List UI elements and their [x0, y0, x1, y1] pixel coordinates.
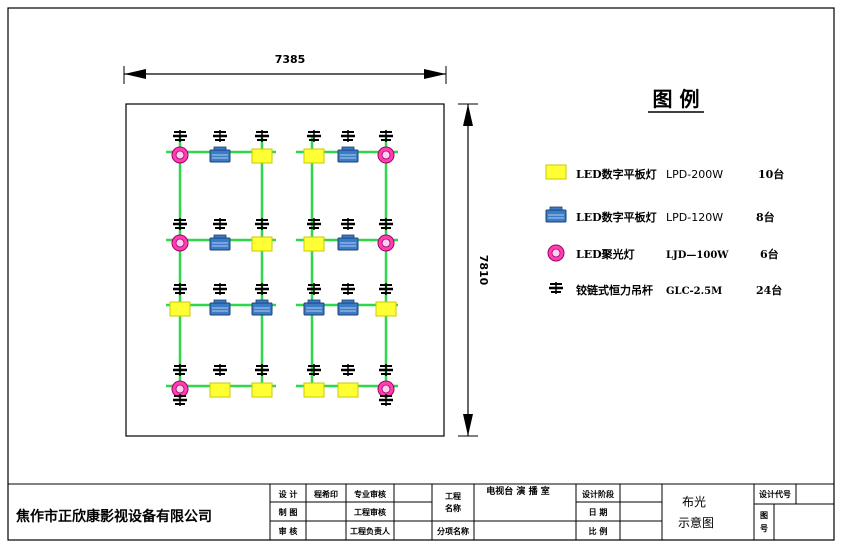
yellow-panel-light-icon [303, 236, 325, 252]
width-dimension-label: 7385 [275, 53, 306, 66]
pink-spotlight-icon [377, 234, 395, 252]
design-signature: 程希印 [314, 489, 338, 499]
hanger-icon [305, 216, 323, 232]
hanger-icon [253, 216, 271, 232]
blue-panel-light-icon [337, 299, 359, 316]
hanger-icon [377, 392, 395, 408]
hanger-icon [305, 362, 323, 378]
legend-item-120w-qty: 8台 [756, 210, 775, 224]
hanger-icon [211, 281, 229, 297]
blue-panel-light-icon [303, 299, 325, 316]
drawing-label: 制 图 [279, 507, 298, 517]
blue-panel-light-icon [209, 299, 231, 316]
blue-panel-light-icon [337, 146, 359, 163]
legend-item-120w-name: LED数字平板灯 [576, 210, 657, 224]
yellow-panel-light-icon [375, 301, 397, 317]
blue-panel-light-icon [337, 234, 359, 251]
legend-item-spotlight-name: LED聚光灯 [576, 247, 635, 261]
hanger-icon [377, 128, 395, 144]
hanger-icon [171, 362, 189, 378]
width-dimension [123, 66, 447, 84]
date-label: 日 期 [589, 507, 608, 517]
legend-title: 图 例 [653, 87, 700, 111]
hanger-icon [171, 281, 189, 297]
hanger-icon [377, 281, 395, 297]
yellow-panel-light-icon [337, 382, 359, 398]
hanger-icon [253, 128, 271, 144]
scale-label: 比 例 [589, 526, 608, 536]
hanger-icon [211, 362, 229, 378]
hanger-icon [253, 362, 271, 378]
yellow-panel-light-icon [251, 236, 273, 252]
pink-spotlight-icon [171, 234, 189, 252]
studio-outline [125, 103, 445, 437]
drawing-title-line2: 示意图 [678, 515, 714, 530]
hanger-icon [339, 281, 357, 297]
code-label: 设计代号 [759, 489, 791, 499]
company-name: 焦作市正欣康影视设备有限公司 [15, 508, 212, 525]
hanger-icon [339, 216, 357, 232]
hanger-icon [253, 281, 271, 297]
stage-label: 设计阶段 [582, 489, 614, 499]
hanger-icon [211, 128, 229, 144]
proj-name-label-1: 工程 [445, 491, 461, 501]
proj-review-label: 工程审核 [354, 507, 386, 517]
hanger-icon [339, 128, 357, 144]
legend-item-120w-model: LPD-120W [666, 211, 723, 224]
legend-item-spotlight-model: LJD—100W [666, 250, 729, 261]
legend-item-spotlight: LED聚光灯 LJD—100W 6台 [547, 244, 779, 262]
title-block-grid [269, 484, 834, 540]
blue-panel-light-icon [251, 299, 273, 316]
yellow-panel-light-icon [303, 148, 325, 164]
pink-spotlight-icon [171, 146, 189, 164]
yellow-panel-light-icon [169, 301, 191, 317]
outer-frame [7, 7, 835, 541]
check-label: 审 核 [279, 526, 298, 536]
design-label: 设 计 [279, 489, 298, 499]
fixture-layer [169, 128, 397, 408]
drawing-title-line1: 布光 [682, 495, 706, 509]
hanger-icon [339, 362, 357, 378]
hanger-icon [171, 128, 189, 144]
legend-item-hanger-name: 铰链式恒力吊杆 [576, 283, 653, 297]
legend-item-hanger: 铰链式恒力吊杆 GLC-2.5M 24台 [547, 280, 782, 297]
legend-item-200w: LED数字平板灯 LPD-200W 10台 [545, 164, 784, 181]
sub-name-label: 分项名称 [437, 526, 469, 536]
no-label-2: 号 [760, 523, 768, 533]
proj-name: 电视台 演 播 室 [486, 485, 549, 497]
legend-item-hanger-qty: 24台 [756, 283, 782, 297]
legend-item-200w-qty: 10台 [758, 167, 784, 181]
legend-item-200w-name: LED数字平板灯 [576, 167, 657, 181]
no-label-1: 图 [760, 510, 768, 520]
hanger-icon [305, 128, 323, 144]
hanger-icon [305, 281, 323, 297]
legend-item-spotlight-qty: 6台 [760, 247, 779, 261]
blue-panel-light-icon [209, 234, 231, 251]
yellow-panel-light-icon [209, 382, 231, 398]
blue-panel-light-icon [209, 146, 231, 163]
prof-review-label: 专业审核 [354, 489, 386, 499]
hanger-icon [171, 216, 189, 232]
legend-item-hanger-model: GLC-2.5M [666, 286, 722, 297]
height-dimension-label: 7810 [477, 255, 490, 286]
hanger-icon [377, 216, 395, 232]
yellow-panel-light-icon [303, 382, 325, 398]
yellow-panel-light-icon [251, 148, 273, 164]
proj-name-label-2: 名称 [445, 503, 461, 513]
proj-lead-label: 工程负责人 [350, 526, 391, 536]
height-dimension [458, 103, 478, 437]
hanger-icon [171, 392, 189, 408]
yellow-panel-light-icon [251, 382, 273, 398]
hanger-icon [377, 362, 395, 378]
legend-item-200w-model: LPD-200W [666, 168, 723, 181]
hanger-icon [211, 216, 229, 232]
pink-spotlight-icon [377, 146, 395, 164]
pipe-grid [166, 136, 398, 396]
legend-item-120w: LED数字平板灯 LPD-120W 8台 [545, 206, 775, 224]
